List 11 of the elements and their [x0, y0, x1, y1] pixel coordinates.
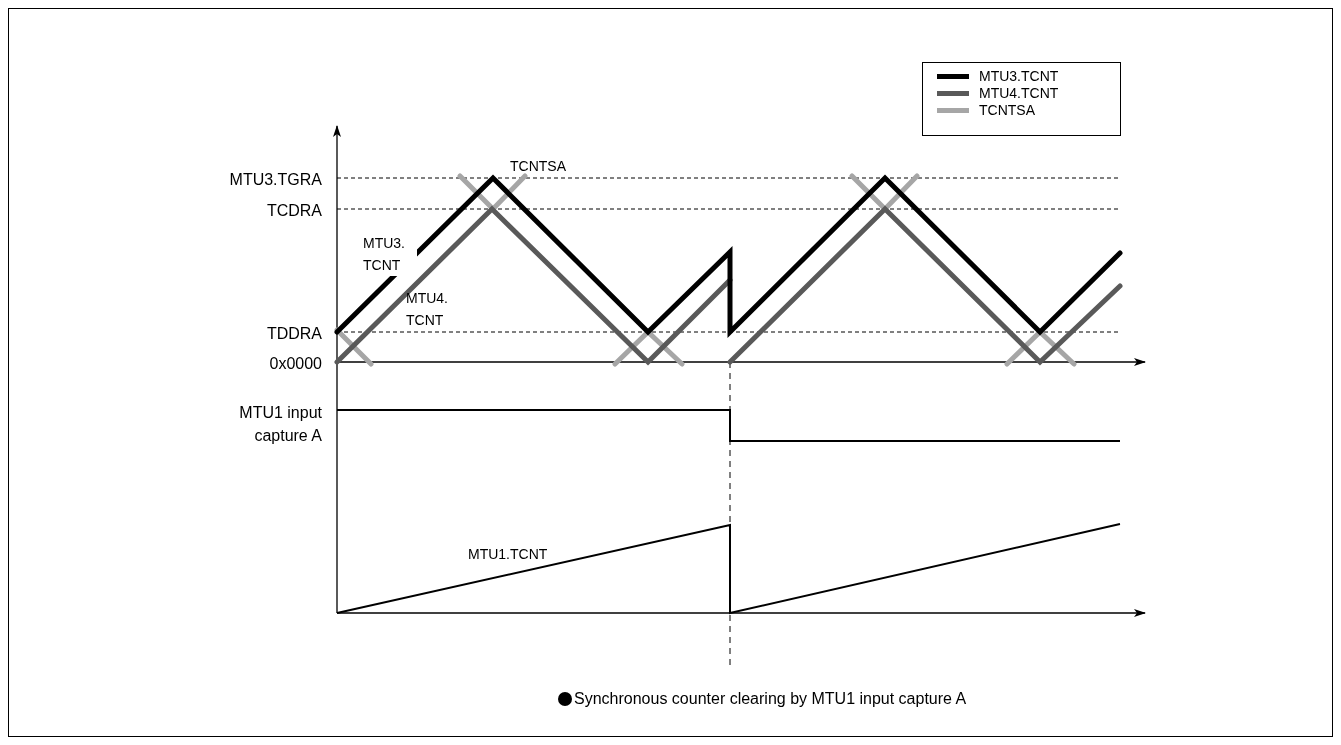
caption: Synchronous counter clearing by MTU1 input capture A [574, 690, 967, 708]
signal-label: TCNTSA [510, 157, 566, 176]
legend-label: MTU3.TCNT [979, 68, 1059, 85]
level-label: TDDRA [265, 324, 322, 344]
signal-label: MTU1 input capture A [238, 403, 322, 446]
level-label: 0x0000 [268, 354, 322, 374]
legend-label: TCNTSA [979, 102, 1035, 119]
level-label: MTU3.TGRA [228, 170, 322, 190]
signal-label: MTU4. TCNT [406, 289, 449, 330]
level-label: TCDRA [265, 201, 322, 221]
legend-label: MTU4.TCNT [979, 85, 1059, 102]
